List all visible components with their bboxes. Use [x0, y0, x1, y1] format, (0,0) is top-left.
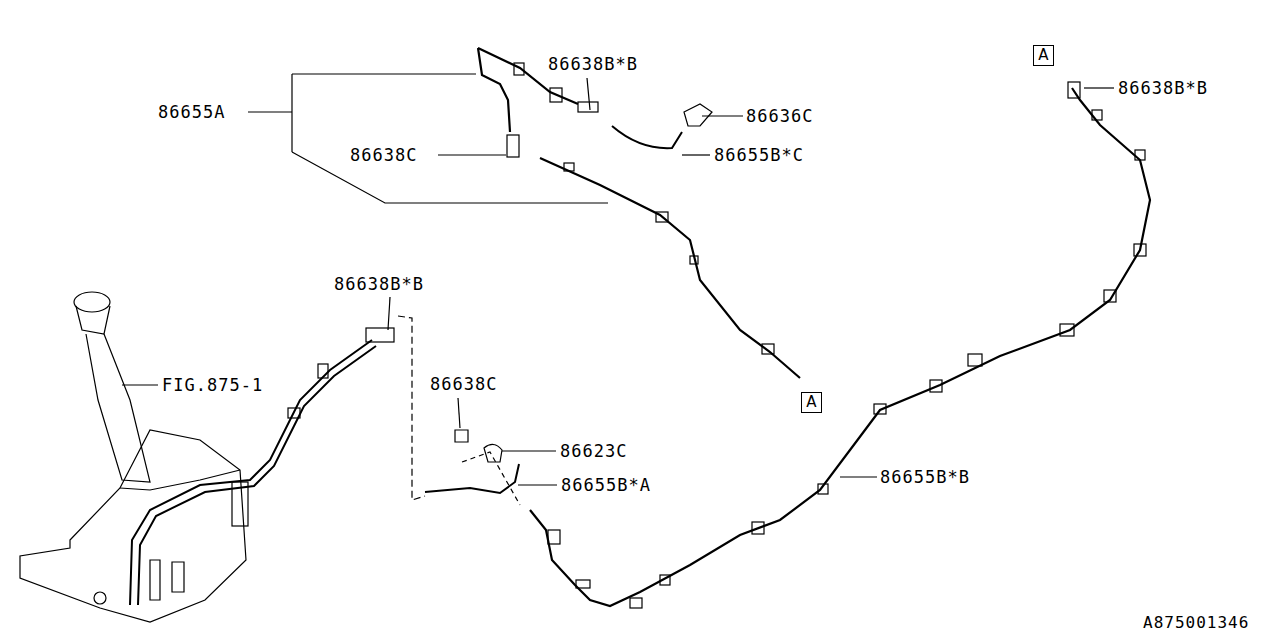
- callout-number: FIG.875-1: [162, 377, 263, 394]
- callout-number: 86655B*C: [714, 147, 804, 164]
- callout-number: 86655B*B: [880, 469, 970, 486]
- callout-number: 86623C: [560, 443, 627, 460]
- callout-number: 86636C: [746, 108, 813, 125]
- callout-number: 86655A: [158, 104, 225, 121]
- reference-letter: A: [1038, 48, 1048, 63]
- callout-number: 86638C: [430, 376, 497, 393]
- callout-number: 86638B*B: [548, 56, 638, 73]
- reference-letter: A: [806, 395, 816, 410]
- callout-number: 86655B*A: [561, 477, 651, 494]
- callout-number: 86638B*B: [334, 276, 424, 293]
- callout-number: 86638C: [350, 147, 417, 164]
- reference-box: A: [1033, 45, 1054, 66]
- reference-box: A: [801, 392, 822, 413]
- drawing-number: A875001346: [1143, 615, 1249, 631]
- callout-number: 86638B*B: [1118, 80, 1208, 97]
